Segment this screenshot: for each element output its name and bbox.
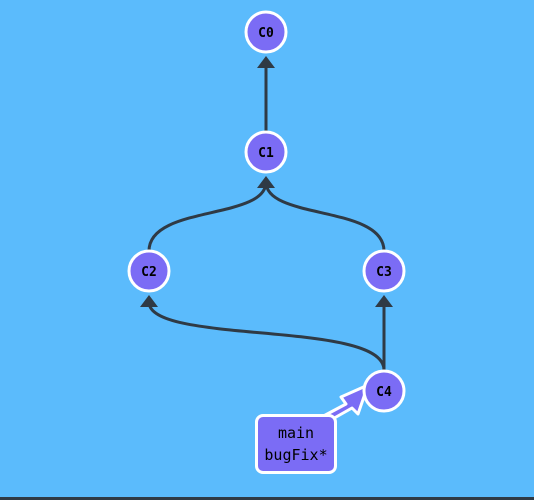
- bottom-border: [0, 497, 534, 500]
- branch-name-main: main: [277, 424, 315, 442]
- commit-label: C3: [376, 265, 392, 280]
- commit-label: C4: [376, 385, 392, 400]
- edge-c3-c1: [264, 181, 386, 252]
- commit-label: C1: [258, 146, 274, 161]
- commit-label: C0: [258, 26, 274, 41]
- commit-c1[interactable]: C1: [244, 130, 288, 174]
- commit-c4[interactable]: C4: [362, 369, 406, 413]
- commit-c2[interactable]: C2: [127, 249, 171, 293]
- commit-label: C2: [141, 265, 157, 280]
- commit-c0[interactable]: C0: [244, 10, 288, 54]
- edge-c2-c1: [147, 181, 268, 252]
- arrowhead-c1: [257, 176, 275, 188]
- arrowhead-c0: [257, 56, 275, 68]
- arrowhead-c3: [375, 295, 393, 307]
- branch-name-bugfix: bugFix*: [264, 446, 328, 464]
- commit-c3[interactable]: C3: [362, 249, 406, 293]
- edges: [140, 56, 393, 371]
- branch-label-box[interactable]: main bugFix*: [255, 414, 337, 474]
- edge-c4-c2: [147, 301, 386, 371]
- arrowhead-c2: [140, 295, 158, 307]
